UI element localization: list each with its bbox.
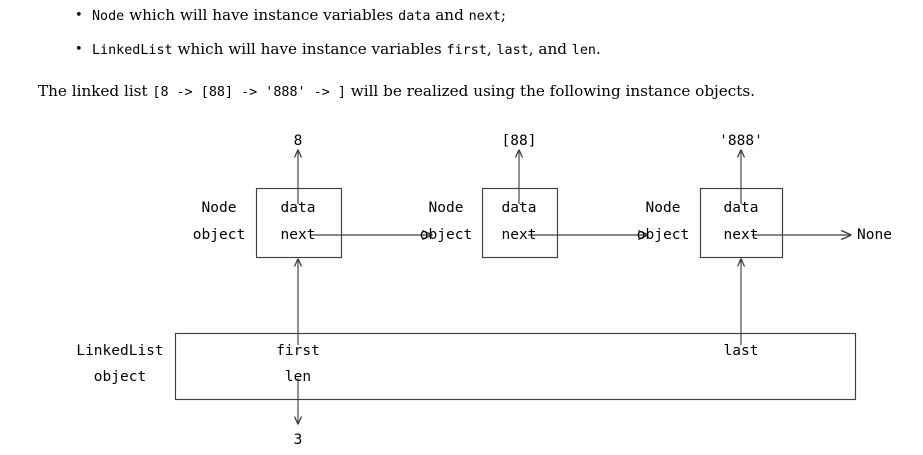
code-linked-list-literal: [8 -> [88] -> '888' -> ] <box>152 85 346 100</box>
bullet-text-4: . <box>595 40 601 58</box>
linkedlist-object-label-line2: object <box>93 368 147 385</box>
node-2-object-label-line1: Node <box>428 199 464 216</box>
code-next: next <box>468 9 501 24</box>
bullet-text-2: , <box>486 40 497 58</box>
code-first: first <box>446 43 487 58</box>
code-len: len <box>571 43 596 58</box>
node-1-field-data: data <box>280 199 316 216</box>
linkedlist-field-len: len <box>284 368 312 385</box>
linkedlist-len-value: 3 <box>293 431 303 448</box>
node-1-field-next: next <box>280 226 316 243</box>
node-3-object-label-line2: object <box>636 226 690 243</box>
paragraph-after: will be realized using the following ins… <box>345 82 755 100</box>
bullet-item-linkedlist: • LinkedList which will have instance var… <box>75 40 601 58</box>
bullet-text-3: , and <box>528 40 572 58</box>
code-node: Node <box>92 9 125 24</box>
node-box-1 <box>255 187 343 259</box>
node-2-field-next: next <box>501 226 537 243</box>
node-2-object-label-line2: object <box>419 226 473 243</box>
linkedlist-box <box>174 332 857 401</box>
terminal-none-label: None <box>857 226 892 243</box>
paragraph-before: The linked list <box>38 82 153 100</box>
code-linkedlist: LinkedList <box>92 43 173 58</box>
bullet-item-node: • Node which will have instance variables… <box>75 6 506 24</box>
bullet-dot-icon: • <box>75 8 83 23</box>
bullet-text-2: and <box>430 6 469 24</box>
paragraph-intro: The linked list [8 -> [88] -> '888' -> ]… <box>38 82 755 100</box>
node-3-object-label-line1: Node <box>645 199 681 216</box>
node-1-value-label: 8 <box>293 132 303 149</box>
node-2-value-label: [88] <box>501 132 537 149</box>
node-3-field-next: next <box>723 226 759 243</box>
code-last: last <box>496 43 529 58</box>
bullet-text-1: which will have instance variables <box>172 40 447 58</box>
node-1-object-label-line2: object <box>192 226 246 243</box>
bullet-dot-icon: • <box>75 42 83 57</box>
node-3-value-label: '888' <box>719 132 763 149</box>
node-box-2 <box>481 187 559 259</box>
node-1-object-label-line1: Node <box>201 199 237 216</box>
node-2-field-data: data <box>501 199 537 216</box>
linkedlist-field-first: first <box>276 342 320 359</box>
bullet-text-3: ; <box>500 6 506 24</box>
linkedlist-field-last: last <box>723 342 759 359</box>
node-3-field-data: data <box>723 199 759 216</box>
linkedlist-object-label-line1: LinkedList <box>76 342 164 359</box>
bullet-text-1: which will have instance variables <box>124 6 399 24</box>
code-data: data <box>398 9 431 24</box>
